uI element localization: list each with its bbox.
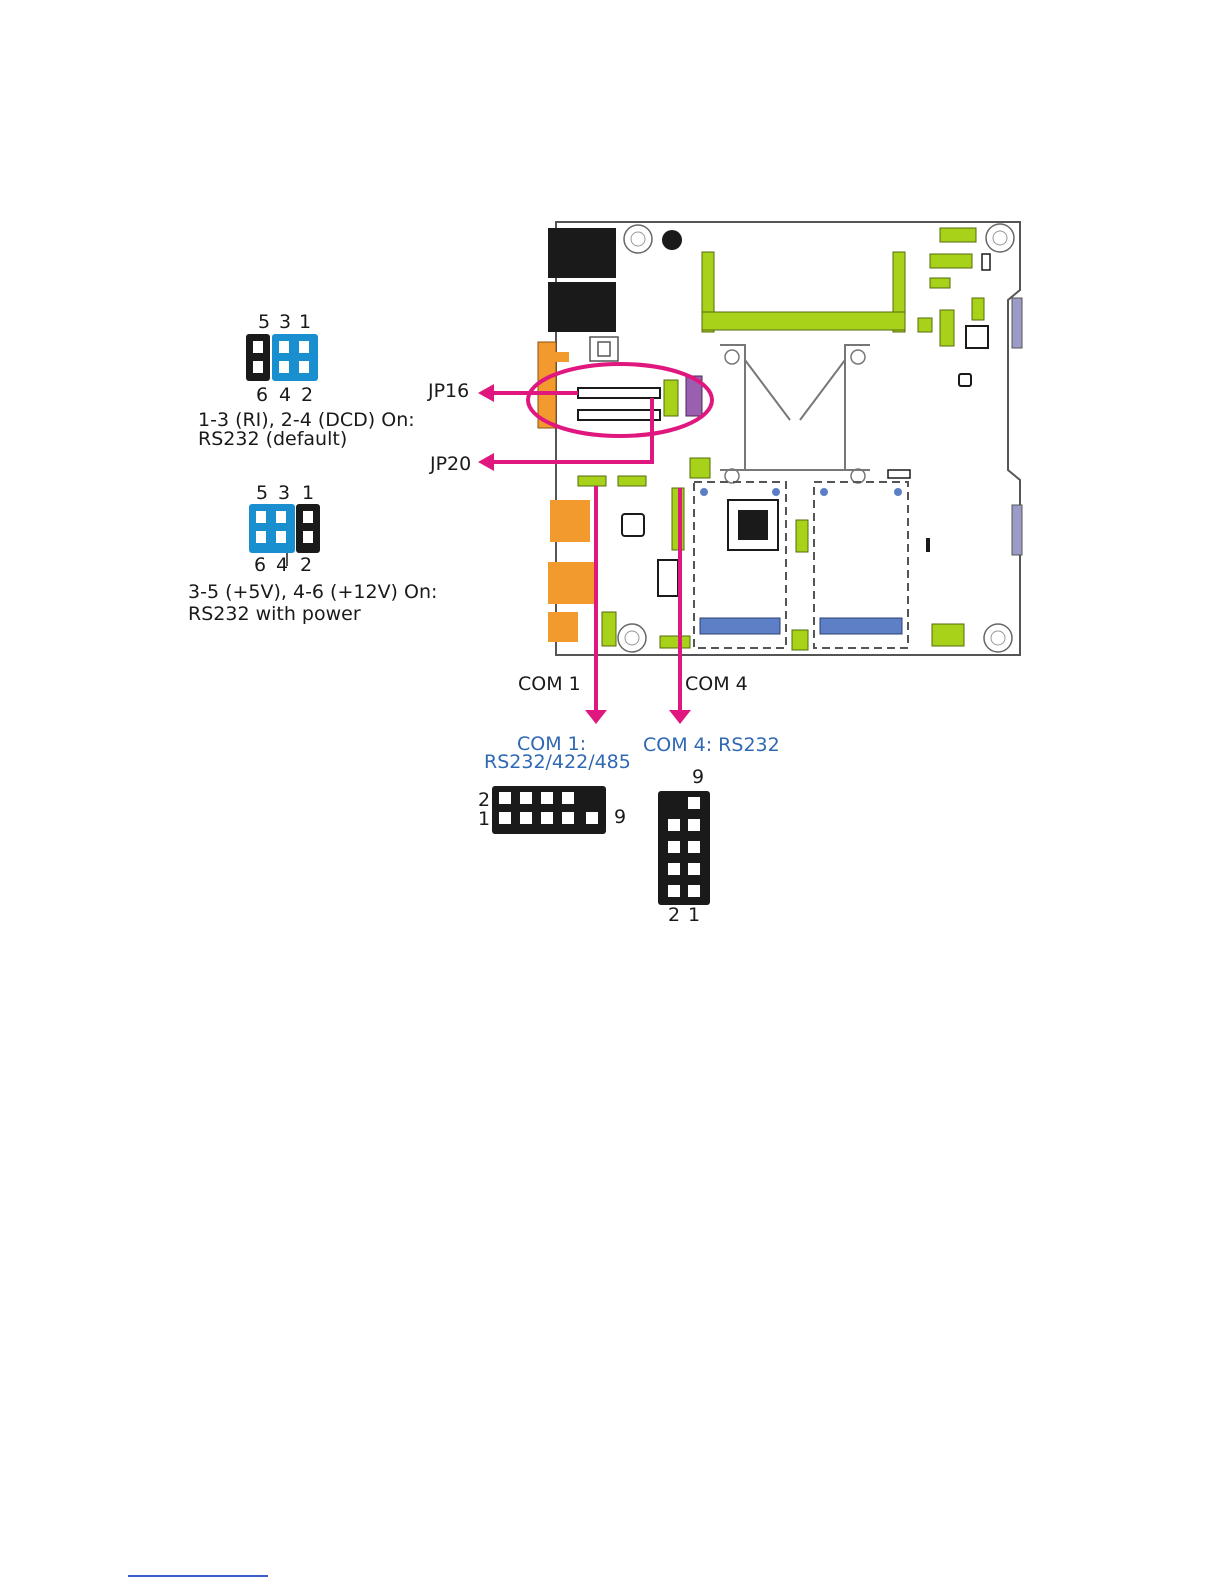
- com4-connector: [658, 791, 710, 905]
- com1-connector: [492, 786, 606, 834]
- jumper-2-graphic: [249, 504, 320, 566]
- jumper-1-graphic: [246, 334, 318, 381]
- motherboard: [528, 222, 1022, 655]
- footer-line: [128, 1575, 268, 1577]
